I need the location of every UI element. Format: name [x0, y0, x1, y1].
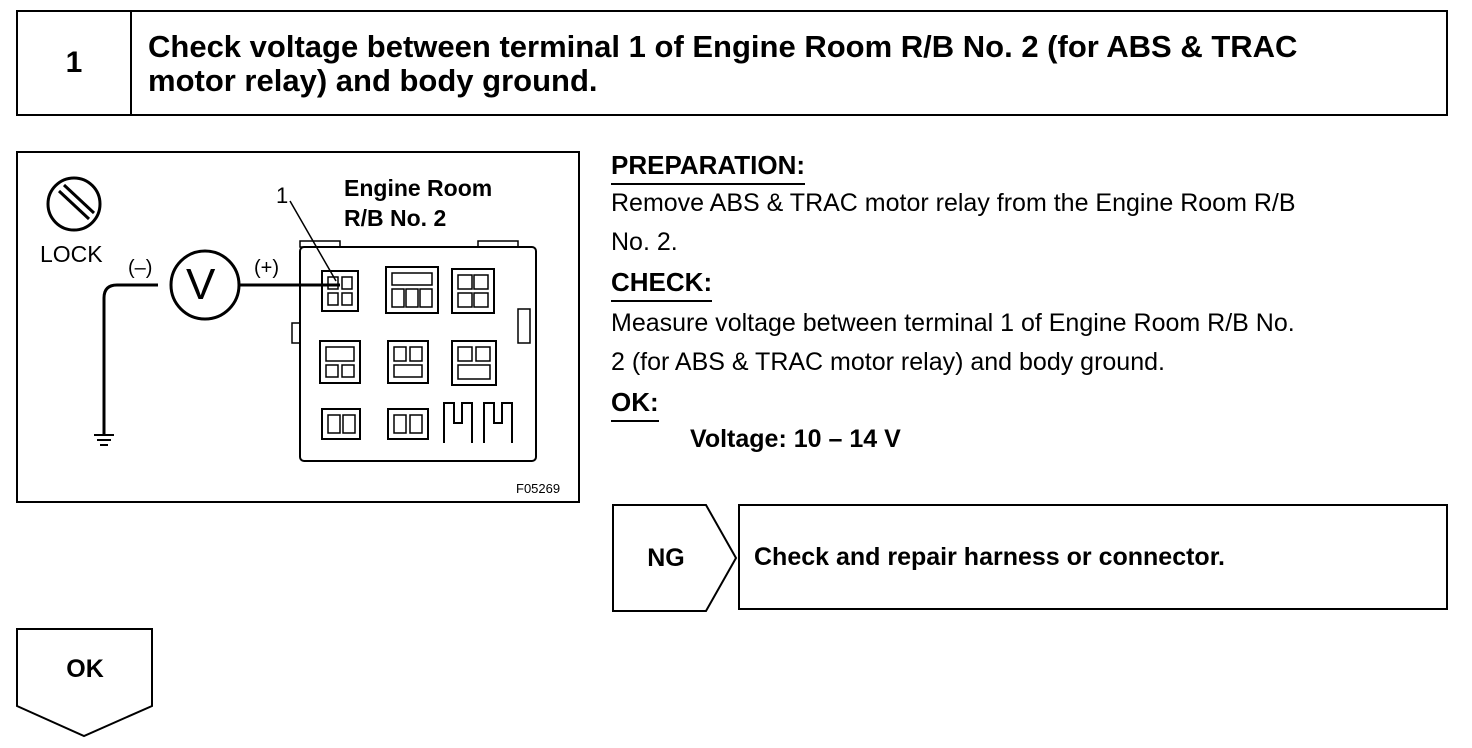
step-number: 1	[18, 12, 132, 114]
relay-socket-2	[385, 266, 439, 314]
relay-socket-6	[451, 340, 497, 386]
check-line-2: 2 (for ABS & TRAC motor relay) and body …	[611, 348, 1165, 376]
ng-arrow-shape	[612, 504, 738, 612]
ok-tag: OK	[16, 628, 154, 743]
relay-socket-4	[319, 340, 361, 384]
ignition-lock-icon	[46, 176, 102, 232]
relay-socket-3	[451, 268, 495, 314]
relay-block-label-line-2: R/B No. 2	[344, 205, 447, 231]
ground-symbol-icon	[94, 434, 114, 446]
ng-action: Check and repair harness or connector.	[738, 504, 1448, 610]
wiring-figure: LOCK V (–) (+) 1 Engine Room R/B No. 2 F…	[16, 151, 580, 503]
negative-lead-label: (–)	[128, 257, 153, 279]
wire-negative	[102, 283, 158, 435]
ng-label: NG	[647, 543, 685, 572]
preparation-line-1: Remove ABS & TRAC motor relay from the E…	[611, 189, 1296, 217]
ng-action-text: Check and repair harness or connector.	[754, 542, 1225, 571]
step-title: Check voltage between terminal 1 of Engi…	[148, 30, 1438, 98]
step-header: 1 Check voltage between terminal 1 of En…	[16, 10, 1448, 116]
relay-socket-7	[321, 408, 361, 440]
figure-code: F05269	[516, 481, 561, 496]
step-title-line-1: Check voltage between terminal 1 of Engi…	[148, 29, 1298, 64]
ok-label: OK	[66, 654, 104, 683]
preparation-line-2: No. 2.	[611, 228, 678, 256]
relay-socket-1	[321, 270, 359, 312]
fuse-slot-2	[483, 402, 513, 443]
ok-arrow-shape	[16, 628, 153, 738]
ng-tag: NG	[612, 504, 738, 617]
step-title-line-2: motor relay) and body ground.	[148, 63, 598, 98]
relay-block	[291, 240, 537, 462]
relay-block-label-line-1: Engine Room	[344, 175, 493, 201]
preparation-heading: PREPARATION:	[611, 150, 806, 185]
check-heading: CHECK:	[611, 267, 713, 302]
ok-spec: Voltage: 10 – 14 V	[690, 425, 901, 453]
preparation-text: Remove ABS & TRAC motor relay from the E…	[611, 184, 1456, 262]
check-line-1: Measure voltage between terminal 1 of En…	[611, 309, 1295, 337]
ok-heading: OK:	[611, 387, 659, 422]
fuse-slot-1	[443, 402, 473, 443]
wiring-diagram	[46, 176, 537, 462]
relay-socket-5	[387, 340, 429, 384]
relay-block-label: Engine Room R/B No. 2	[344, 173, 492, 233]
positive-lead-label: (+)	[254, 257, 279, 279]
voltmeter-symbol: V	[186, 260, 216, 309]
check-text: Measure voltage between terminal 1 of En…	[611, 304, 1456, 382]
relay-socket-8	[387, 408, 429, 440]
terminal-label: 1	[276, 183, 289, 208]
lock-label: LOCK	[40, 241, 103, 267]
